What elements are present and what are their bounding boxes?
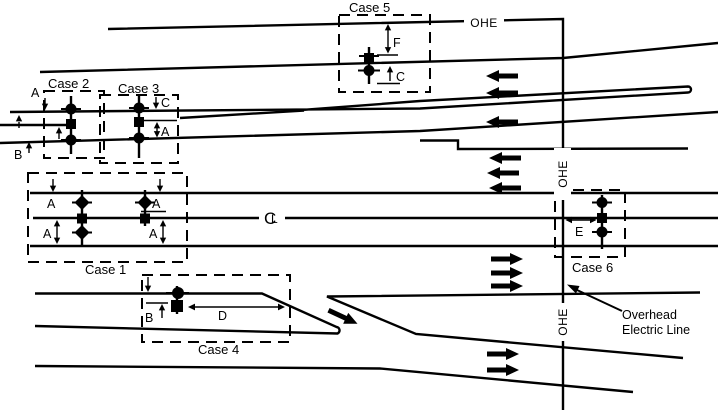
right-arrow-1 bbox=[491, 253, 523, 265]
case1-box bbox=[27, 172, 188, 263]
track-upper-main bbox=[39, 41, 718, 74]
left-arrow-3 bbox=[486, 116, 518, 128]
dims-case1 bbox=[49, 179, 167, 244]
track-lines bbox=[0, 17, 718, 410]
centerline-symbol: C L bbox=[259, 206, 285, 228]
signal-case2 bbox=[61, 96, 81, 154]
annotation-text-line1: Overhead bbox=[622, 308, 677, 322]
left-arrow-5 bbox=[487, 167, 519, 179]
right-arrow-3 bbox=[491, 280, 523, 292]
dims-case3 bbox=[138, 97, 177, 138]
track-case4-loop bbox=[34, 292, 341, 335]
dims-case5 bbox=[377, 24, 400, 85]
dim-e-case6: E bbox=[575, 225, 583, 239]
dim-c-case3: C bbox=[161, 96, 170, 110]
case5-box bbox=[338, 14, 431, 93]
signal-case1-left bbox=[72, 190, 92, 245]
case6-box bbox=[554, 189, 626, 258]
centerline-c: C bbox=[264, 209, 276, 228]
ohe-label-vertical-1: OHE bbox=[556, 160, 570, 188]
left-arrow-6 bbox=[489, 182, 521, 194]
ohe-labels: OHE OHE OHE bbox=[464, 13, 571, 341]
left-arrow-4 bbox=[489, 152, 521, 164]
dim-a-case1-topleft: A bbox=[47, 197, 56, 211]
traffic-arrows-left bbox=[486, 70, 521, 194]
dim-a-case1-bottomright: A bbox=[149, 227, 158, 241]
case2-box bbox=[43, 90, 105, 159]
annotation-text-line2: Electric Line bbox=[622, 323, 690, 337]
left-arrow-2 bbox=[486, 87, 518, 99]
dims-case6 bbox=[565, 216, 597, 224]
centerline-l: L bbox=[271, 212, 278, 226]
signal-case3 bbox=[129, 94, 149, 158]
case4-box bbox=[141, 274, 291, 343]
dim-f-case5: F bbox=[393, 36, 401, 50]
ohe-label-vertical-2: OHE bbox=[556, 308, 570, 336]
dim-c-case5: C bbox=[396, 70, 405, 84]
dim-a-case3: A bbox=[161, 125, 170, 139]
track-yard-crossover bbox=[326, 291, 701, 360]
track-loop-hairpin bbox=[9, 85, 693, 114]
case4-label: Case 4 bbox=[198, 342, 239, 357]
case6-label: Case 6 bbox=[572, 260, 613, 275]
case5-label: Case 5 bbox=[349, 0, 390, 15]
track-lower-rising bbox=[0, 110, 718, 145]
track-bottom bbox=[34, 364, 634, 394]
signal-case5 bbox=[358, 47, 380, 84]
dimension-letters: A B C A F C A A A A E B D bbox=[14, 36, 583, 325]
case-labels: Case 5 Case 2 Case 3 Case 1 Case 4 Case … bbox=[48, 0, 613, 357]
annotation-overhead-electric-line: Overhead Electric Line bbox=[567, 284, 690, 337]
left-arrow-1 bbox=[486, 70, 518, 82]
case1-label: Case 1 bbox=[85, 262, 126, 277]
traffic-arrows-right bbox=[327, 253, 523, 376]
right-arrow-2 bbox=[491, 267, 523, 279]
diagonal-arrow bbox=[327, 307, 358, 324]
dim-a-case1-bottomleft: A bbox=[43, 227, 52, 241]
signal-case1-right bbox=[135, 190, 155, 226]
case3-label: Case 3 bbox=[118, 81, 159, 96]
dims-case2 bbox=[15, 98, 63, 153]
right-arrow-4 bbox=[487, 348, 519, 360]
dim-b-case4: B bbox=[145, 311, 153, 325]
dim-a-case1-topright: A bbox=[152, 197, 161, 211]
dim-d-case4: D bbox=[218, 309, 227, 323]
dim-a-case2: A bbox=[31, 86, 40, 100]
track-merge-branch bbox=[179, 109, 305, 120]
dims-case4 bbox=[144, 277, 285, 318]
ohe-line bbox=[107, 17, 565, 410]
ohe-label-top: OHE bbox=[470, 16, 498, 30]
track-jogged-siding bbox=[420, 139, 689, 151]
case2-label: Case 2 bbox=[48, 76, 89, 91]
right-arrow-5 bbox=[487, 364, 519, 376]
signal-case6 bbox=[592, 195, 612, 249]
signal-case4 bbox=[166, 286, 189, 314]
dim-b-case2: B bbox=[14, 148, 22, 162]
